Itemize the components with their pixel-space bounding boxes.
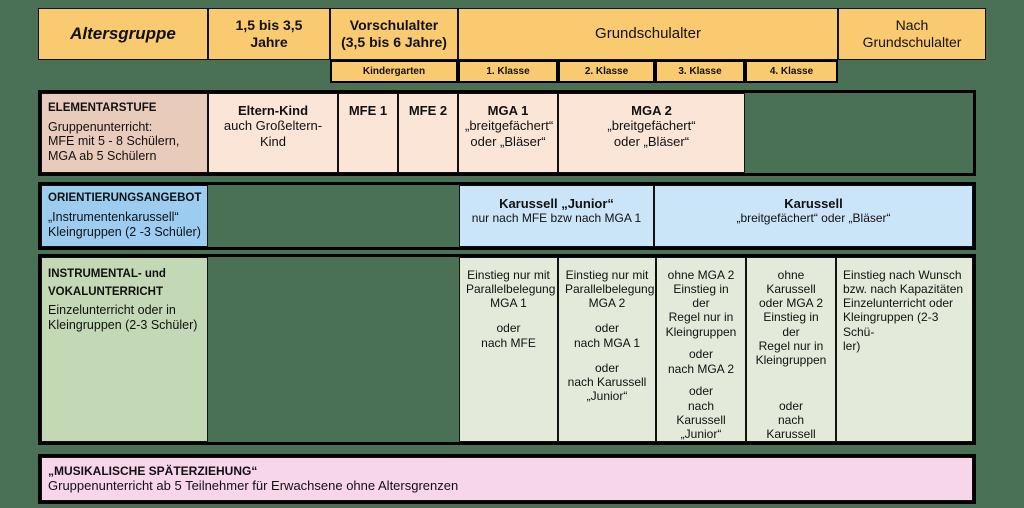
orientierungsangebot-desc-line2: Kleingruppen (2 -3 Schüler) <box>48 224 201 239</box>
school-year-2: 2. Klasse <box>558 60 655 83</box>
spacer <box>747 378 835 388</box>
age-group-2-line2: (3,5 bis 6 Jahre) <box>341 34 447 50</box>
cell-title: Karussell <box>784 196 843 211</box>
header-age-group-4: Nach Grundschulalter <box>838 8 986 60</box>
header-age-group-3: Grundschulalter <box>458 8 838 60</box>
elementarstufe-label-cell: ELEMENTARSTUFE Gruppenunterricht: MFE mi… <box>41 93 208 173</box>
instrumental-desc-line2: Kleingruppen (2-3 Schüler) <box>48 317 198 332</box>
cell-line1: „breitgefächert“ <box>607 118 696 134</box>
orientierungsangebot-cell-karussell: Karussell „breitgefächert“ oder „Bläser“ <box>654 185 973 247</box>
page-title: Altersgruppe <box>70 23 176 43</box>
orientierungsangebot-cell-karussell-junior: Karussell „Junior“ nur nach MFE bzw nach… <box>459 185 654 247</box>
elementarstufe-title: ELEMENTARSTUFE <box>48 102 157 115</box>
cell-title: Karussell „Junior“ <box>499 196 614 211</box>
elementarstufe-cell-mfe-1: MFE 1 <box>338 93 398 173</box>
school-year-4: 4. Klasse <box>745 60 838 83</box>
orientierungsangebot-desc-line1: „Instrumentenkarussell“ <box>48 210 179 225</box>
spacer <box>559 350 655 361</box>
cell-line2: oder „Bläser“ <box>470 133 546 149</box>
school-year-label: 3. Klasse <box>678 65 722 77</box>
instrumental-desc-line1: Einzelunterricht oder in <box>48 303 176 318</box>
elementarstufe-cell-eltern-kind: Eltern-Kind auch Großeltern-Kind <box>208 93 338 173</box>
header-age-group-2: Vorschulalter (3,5 bis 6 Jahre) <box>330 8 458 60</box>
age-group-4-line2: Grundschulalter <box>862 34 962 50</box>
cell-title: MFE 2 <box>408 103 448 118</box>
cell-line1: „breitgefächert“ oder „Bläser“ <box>736 211 891 226</box>
elementarstufe-cell-mga-2: MGA 2 „breitgefächert“ oder „Bläser“ <box>558 93 745 173</box>
cell-title: MFE 1 <box>348 103 388 118</box>
spacer <box>460 310 557 321</box>
school-year-1: 1. Klasse <box>458 60 558 83</box>
cell-line1: nur nach MFE bzw nach MGA 1 <box>471 211 642 226</box>
school-year-kindergarten: Kindergarten <box>330 60 458 83</box>
header-age-group-1: 1,5 bis 3,5 Jahre <box>208 8 330 60</box>
cell-title: Eltern-Kind <box>237 103 309 118</box>
school-year-3: 3. Klasse <box>655 60 745 83</box>
cell-line1: „breitgefächert“ <box>465 118 554 134</box>
elementarstufe-cell-mga-1: MGA 1 „breitgefächert“ oder „Bläser“ <box>458 93 558 173</box>
spaeterziehung-title: „MUSIKALISCHE SPÄTERZIEHUNG“ <box>48 464 258 479</box>
school-year-label: 2. Klasse <box>584 65 629 77</box>
instrumental-label-cell: INSTRUMENTAL- und VOKALUNTERRICHT Einzel… <box>41 257 208 442</box>
spacer <box>747 388 835 398</box>
school-year-label: 4. Klasse <box>769 65 814 77</box>
age-group-1-label: 1,5 bis 3,5 Jahre <box>235 17 303 50</box>
orientierungsangebot-title: ORIENTIERUNGSANGEBOT <box>48 192 202 205</box>
spaeterziehung-cell: „MUSIKALISCHE SPÄTERZIEHUNG“ Gruppenunte… <box>41 457 973 501</box>
spacer <box>747 367 835 377</box>
cell-title: MGA 2 <box>631 103 672 118</box>
spaeterziehung-subtitle: Gruppenunterricht ab 5 Teilnehmer für Er… <box>48 478 459 494</box>
elementarstufe-desc-line2: MFE mit 5 - 8 Schülern, <box>48 134 180 149</box>
instrumental-title-line2: VOKALUNTERRICHT <box>48 285 163 298</box>
school-year-label: 1. Klasse <box>486 65 530 77</box>
instrumental-title-line1: INSTRUMENTAL- und <box>48 268 166 280</box>
cell-line1: auch Großeltern-Kind <box>223 118 323 149</box>
header-title-cell: Altersgruppe <box>38 8 208 60</box>
spacer <box>657 376 745 385</box>
age-group-3-label: Grundschulalter <box>595 25 701 43</box>
elementarstufe-cell-mfe-2: MFE 2 <box>398 93 458 173</box>
cell-title: MGA 1 <box>487 103 529 118</box>
age-group-4-line1: Nach <box>895 17 929 34</box>
orientierungsangebot-label-cell: ORIENTIERUNGSANGEBOT „Instrumentenkaruss… <box>41 185 208 247</box>
cell-line2: oder „Bläser“ <box>613 133 690 149</box>
spacer <box>559 310 655 321</box>
elementarstufe-desc-line1: Gruppenunterricht: <box>48 119 153 134</box>
elementarstufe-desc-line3: MGA ab 5 Schülern <box>48 149 157 164</box>
school-year-label: Kindergarten <box>362 65 426 77</box>
spacer <box>657 339 745 348</box>
age-group-2-line1: Vorschulalter <box>349 17 439 34</box>
